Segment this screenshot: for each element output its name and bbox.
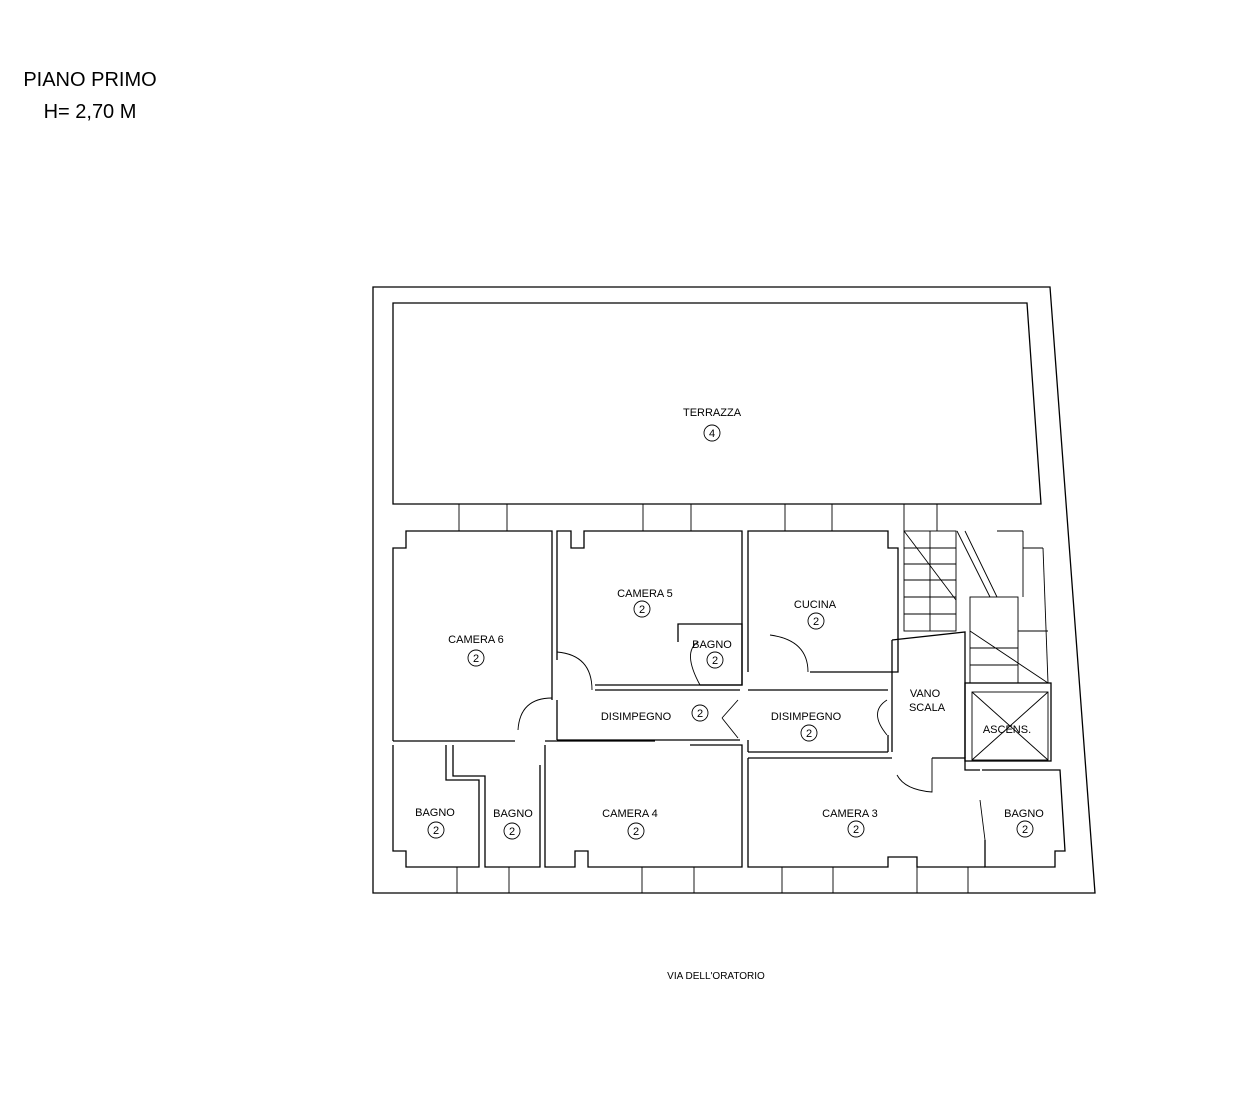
bagno-c3-tag-circle xyxy=(1016,820,1034,838)
street-label: VIA DELL'ORATORIO xyxy=(667,971,765,982)
disimpegno-2-tag: 2 xyxy=(806,728,812,740)
bagno-b-walls xyxy=(452,745,541,868)
disimpegno-2-tag-circle xyxy=(800,724,818,742)
bagno-c3-tag: 2 xyxy=(1022,824,1028,836)
title-block: PIANO PRIMO H= 2,70 M xyxy=(0,64,180,128)
camera-4-tag-circle xyxy=(627,822,645,840)
bagno-c5-tag: 2 xyxy=(712,655,718,667)
camera-4-walls xyxy=(544,744,743,868)
cucina-label: CUCINA xyxy=(794,599,837,611)
ascensore-label: ASCENS. xyxy=(983,724,1031,736)
bagno-c5-tag-circle xyxy=(706,651,724,669)
bagno-c3-label: BAGNO xyxy=(1004,808,1044,820)
disimpegno-1-label: DISIMPEGNO xyxy=(601,711,672,723)
camera-3-tag: 2 xyxy=(853,824,859,836)
camera-5-tag-circle xyxy=(633,600,651,618)
camera-3-tag-circle xyxy=(847,820,865,838)
bagno-c5-label: BAGNO xyxy=(692,639,732,651)
camera-6-walls xyxy=(392,530,553,741)
bagno-a-tag-circle xyxy=(427,821,445,839)
floor-height: H= 2,70 M xyxy=(43,101,137,123)
staircase xyxy=(903,530,1049,684)
bagno-b-label: BAGNO xyxy=(493,808,533,820)
disimpegno-2-label: DISIMPEGNO xyxy=(771,711,842,723)
camera-4-label: CAMERA 4 xyxy=(602,808,658,820)
camera-5-label: CAMERA 5 xyxy=(617,588,673,600)
bagno-a-tag: 2 xyxy=(433,825,439,837)
bagno-b-tag: 2 xyxy=(509,826,515,838)
outer-boundary xyxy=(372,286,1096,894)
bagno-b-tag-circle xyxy=(503,822,521,840)
camera-3-label: CAMERA 3 xyxy=(822,808,878,820)
cucina-tag: 2 xyxy=(813,616,819,628)
camera-6-label: CAMERA 6 xyxy=(448,634,504,646)
terrazza-tag: 4 xyxy=(709,428,715,440)
vano-scala-label-1: VANO xyxy=(910,688,941,700)
bagno-camera-3-walls xyxy=(982,769,1066,868)
camera-6-tag-circle xyxy=(467,649,485,667)
bagno-a-walls xyxy=(392,745,480,868)
disimpegno-1-walls xyxy=(556,689,740,741)
disimpegno-2-walls xyxy=(747,689,889,753)
camera-3-top-wall xyxy=(748,757,980,771)
camera-6-tag: 2 xyxy=(473,653,479,665)
vano-scala-label-2: SCALA xyxy=(909,702,946,714)
floor-title: PIANO PRIMO xyxy=(23,69,157,91)
camera-5-tag: 2 xyxy=(639,604,645,616)
camera-4-tag: 2 xyxy=(633,826,639,838)
door-swings xyxy=(517,634,986,841)
bagno-camera-5-walls xyxy=(677,623,743,686)
terrazza-label: TERRAZZA xyxy=(683,407,742,419)
terrazza-tag-circle xyxy=(703,424,721,442)
cucina-tag-circle xyxy=(807,612,825,630)
disimpegno-1-tag-circle xyxy=(691,704,709,722)
bagno-a-label: BAGNO xyxy=(415,807,455,819)
terrace-pillars xyxy=(458,504,938,531)
cucina-walls xyxy=(747,530,899,673)
facade-pillars xyxy=(456,867,969,893)
elevator-shaft xyxy=(964,682,1052,762)
terrace-outline xyxy=(392,302,1042,505)
disimpegno-1-tag: 2 xyxy=(697,708,703,720)
